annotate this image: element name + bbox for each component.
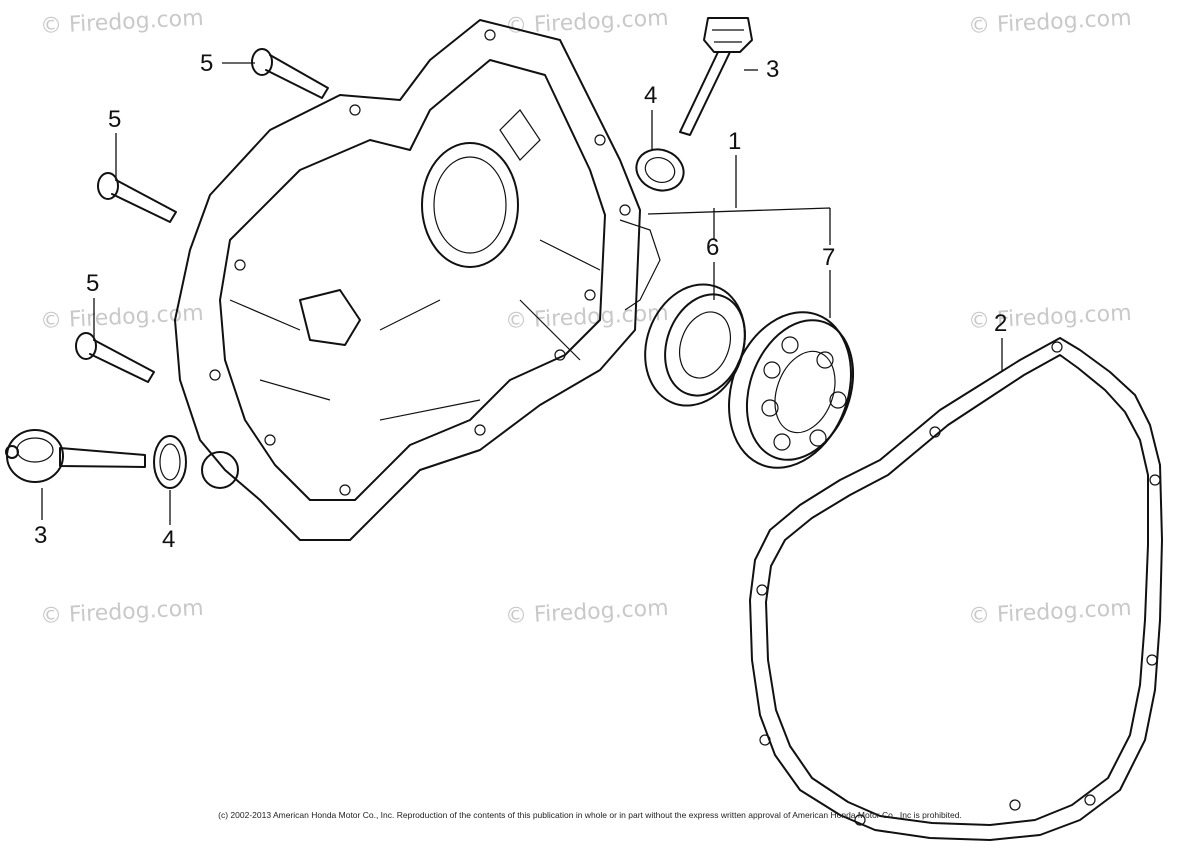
copyright-notice: (c) 2002-2013 American Honda Motor Co., … xyxy=(218,810,962,820)
callout-7: 7 xyxy=(822,244,836,271)
callout-6: 6 xyxy=(706,234,720,261)
leader-lines xyxy=(41,62,1003,525)
callout-1: 1 xyxy=(728,128,742,155)
oil-seal xyxy=(644,283,746,407)
crankcase-cover xyxy=(174,19,661,541)
callout-4: 4 xyxy=(644,82,658,109)
callout-5: 5 xyxy=(86,270,100,297)
callout-5: 5 xyxy=(200,50,214,77)
bolt-lower xyxy=(75,332,155,383)
callout-3: 3 xyxy=(766,56,780,83)
ball-bearing xyxy=(728,311,855,469)
callout-5: 5 xyxy=(108,106,122,133)
callout-3: 3 xyxy=(34,522,48,549)
callout-4: 4 xyxy=(162,526,176,553)
bolt-top xyxy=(251,48,329,99)
o-ring-top xyxy=(635,148,685,192)
o-ring-left xyxy=(153,435,187,489)
dipstick-top xyxy=(679,17,753,136)
gasket xyxy=(749,337,1163,841)
bolt-middle xyxy=(97,172,177,223)
callout-2: 2 xyxy=(994,310,1008,337)
dipstick-left xyxy=(5,429,146,483)
